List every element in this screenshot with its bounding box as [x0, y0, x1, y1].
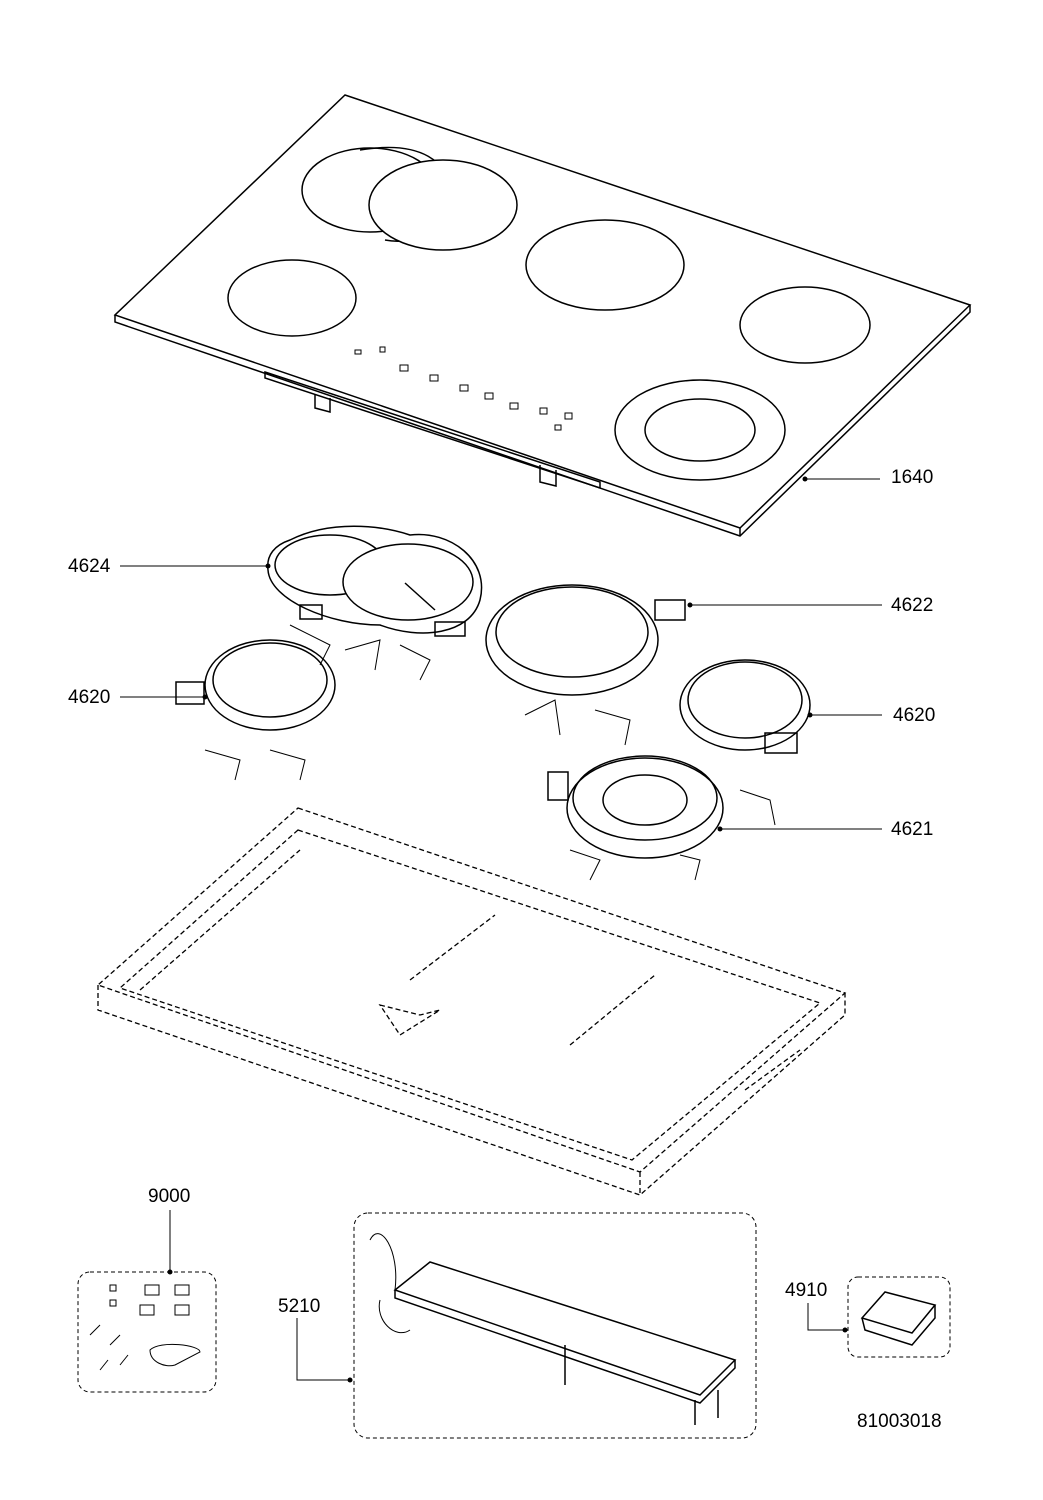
callout-9000: 9000 — [148, 1186, 191, 1207]
small-heating-element-left[interactable] — [175, 639, 336, 731]
terminal-block[interactable] — [847, 1276, 951, 1358]
callout-4620-left: 4620 — [68, 687, 111, 708]
large-heating-element[interactable] — [485, 584, 686, 696]
mounting-brackets — [204, 624, 776, 881]
callout-4620-right: 4620 — [893, 705, 936, 726]
callout-4624: 4624 — [68, 556, 111, 577]
chassis-tray — [96, 807, 847, 1196]
drawing-number: 81003018 — [857, 1411, 942, 1432]
small-heating-element-right[interactable] — [679, 659, 811, 754]
fixing-kit[interactable] — [77, 1271, 217, 1393]
callout-5210: 5210 — [278, 1296, 321, 1317]
callout-4622: 4622 — [891, 595, 934, 616]
callout-1640: 1640 — [891, 467, 934, 488]
control-board[interactable] — [353, 1212, 757, 1439]
callout-4621: 4621 — [891, 819, 934, 840]
callout-4910: 4910 — [785, 1280, 828, 1301]
glass-cooktop[interactable] — [113, 94, 972, 537]
leader-dots — [167, 476, 848, 1383]
dual-heating-element[interactable] — [267, 525, 483, 637]
double-ring-heating-element[interactable] — [547, 755, 724, 859]
leader-lines — [120, 478, 882, 1381]
